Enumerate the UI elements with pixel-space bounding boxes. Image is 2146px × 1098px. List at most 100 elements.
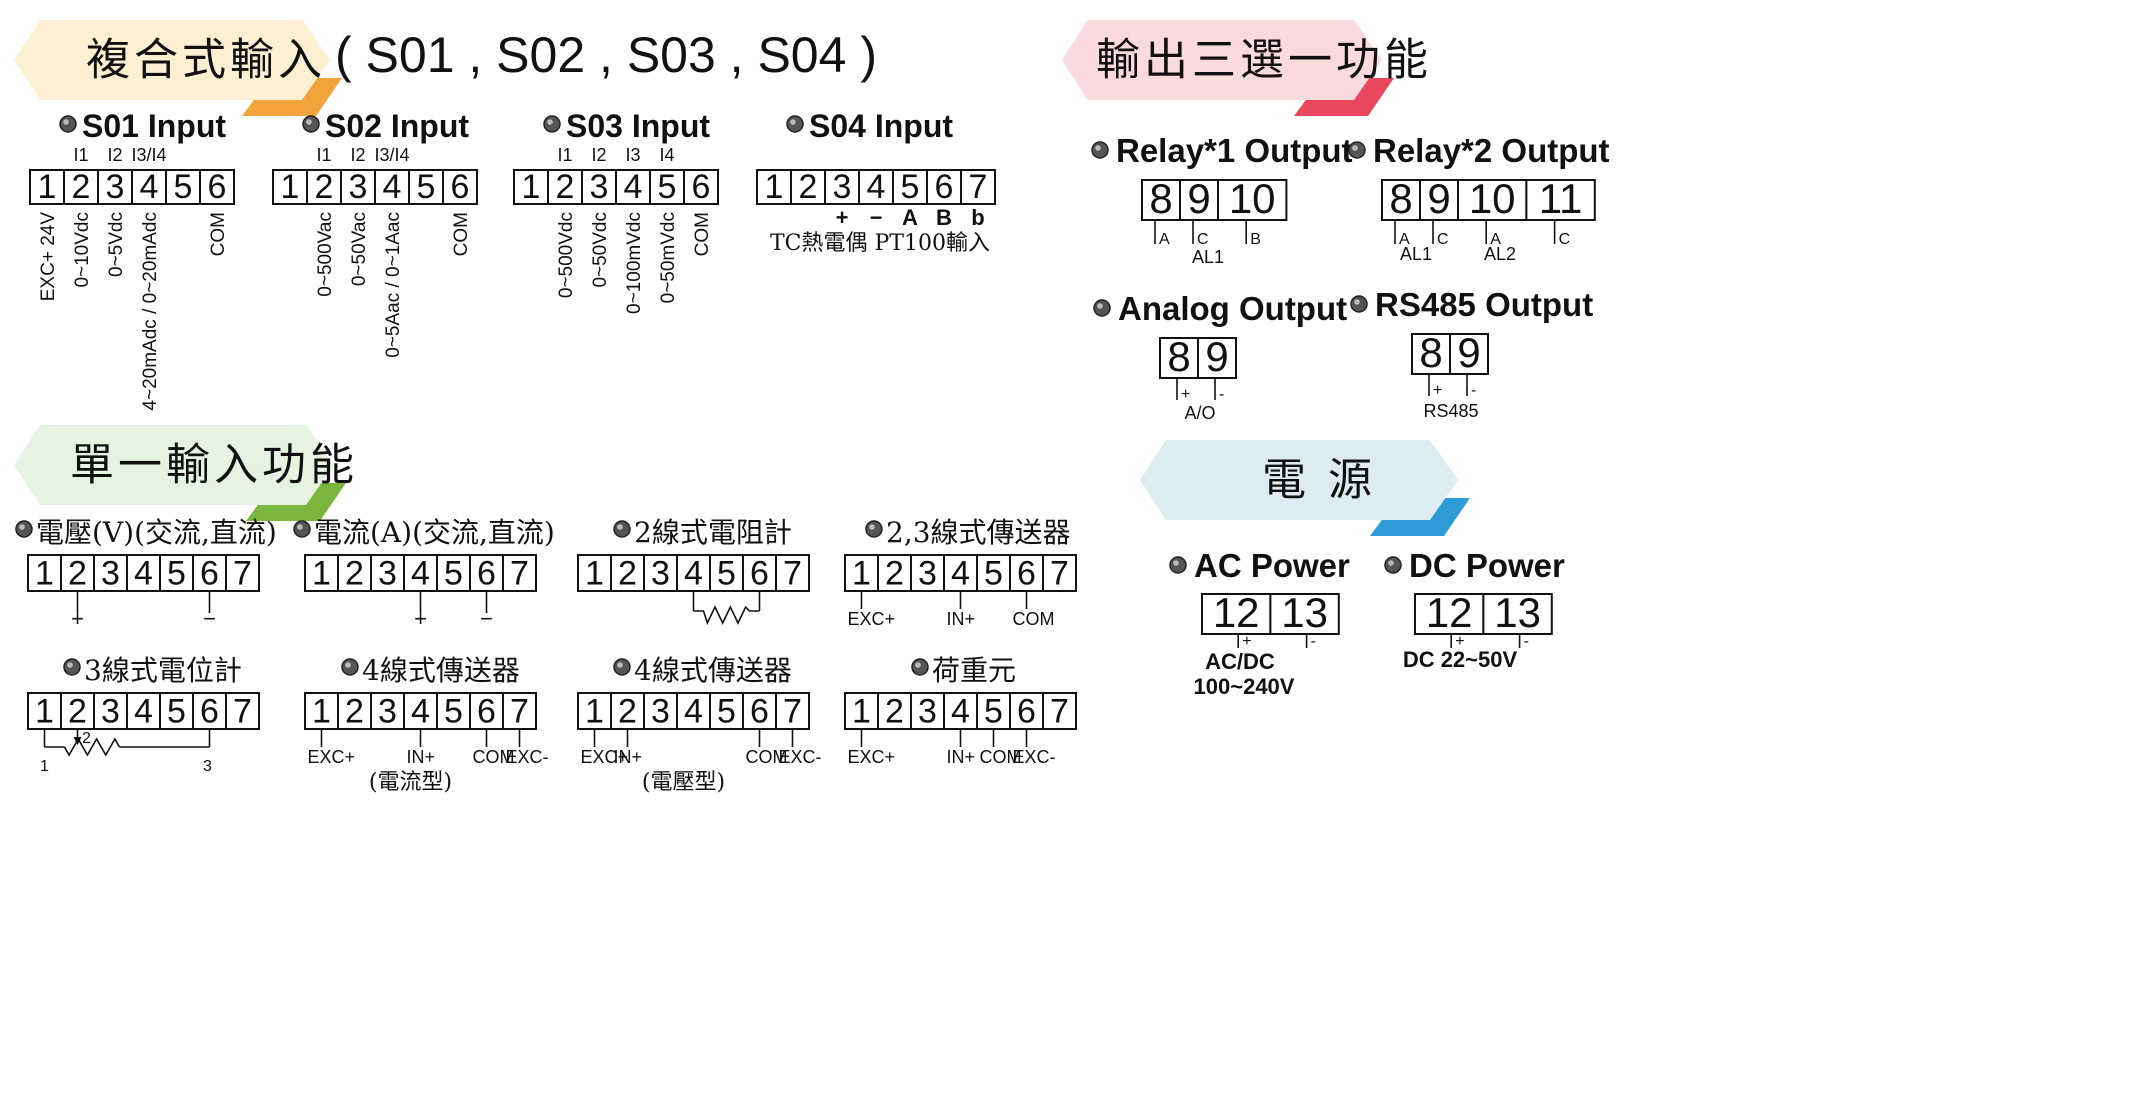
composite-vertical-label: COM: [451, 212, 472, 256]
single-lead-label: IN+: [947, 747, 976, 767]
single-terminal-number: 2: [345, 693, 364, 731]
composite-input-title: S03 Input: [566, 108, 710, 144]
single-terminal-cell: [192, 692, 227, 730]
single-terminal-number: 4: [684, 555, 703, 593]
single-terminal-cell: [643, 554, 678, 592]
composite-terminal-cell: [97, 169, 133, 205]
output-group-label: A/O: [1184, 403, 1215, 423]
bullet-highlight: [306, 119, 312, 125]
composite-terminal-cell: [649, 169, 685, 205]
composite-vertical-label: 0~500Vdc: [556, 212, 577, 298]
single-terminal-number: 4: [684, 693, 703, 731]
single-terminal-cell: [126, 692, 161, 730]
single-terminal-number: 3: [101, 555, 120, 593]
single-terminal-number: 2: [618, 555, 637, 593]
composite-bottom-label: −: [870, 205, 883, 230]
bullet-highlight: [297, 524, 303, 530]
composite-bottom-label: B: [936, 205, 952, 230]
composite-s04-caption: TC熱電偶 PT100輸入: [770, 231, 990, 256]
output-terminal-number: 13: [1281, 589, 1328, 636]
bullet-dot-icon: [293, 520, 311, 538]
composite-top-label: I2: [591, 145, 606, 165]
power-pin-label: -: [1524, 633, 1529, 650]
single-terminal-number: 6: [477, 693, 496, 731]
bullet-dot-icon: [1091, 141, 1109, 159]
single-lead-label: 2: [82, 730, 91, 747]
single-terminal-cell: [709, 692, 744, 730]
single-lead-label: COM: [746, 747, 788, 767]
composite-terminal-number: 2: [799, 168, 818, 206]
single-terminal-cell: [502, 554, 537, 592]
single-lead-label: EXC-: [506, 747, 549, 767]
single-diagram-title: 3線式電位計: [84, 654, 242, 687]
single-lead-label: EXC-: [779, 747, 822, 767]
bullet-dot-icon: [1350, 295, 1368, 313]
single-terminal-cell: [976, 692, 1011, 730]
single-terminal-cell: [337, 554, 372, 592]
composite-terminal-number: 6: [208, 168, 227, 206]
composite-terminal-number: 3: [106, 168, 125, 206]
output-group-label: AL1: [1192, 247, 1224, 267]
single-terminal-cell: [1042, 692, 1077, 730]
output-banner-shape: [1062, 20, 1382, 100]
single-lead-label: COM: [1013, 609, 1055, 629]
composite-input-title: S04 Input: [809, 108, 953, 144]
composite-top-label: I3/I4: [374, 145, 409, 165]
single-terminal-number: 5: [984, 555, 1003, 593]
composite-terminal-number: 4: [383, 168, 402, 206]
single-terminal-number: 2: [885, 555, 904, 593]
power-banner-label: 電 源: [1262, 454, 1376, 505]
composite-terminal-number: 3: [349, 168, 368, 206]
single-terminal-number: 6: [750, 693, 769, 731]
output-terminal-number: 13: [1494, 589, 1541, 636]
output-terminal-cell: [1449, 333, 1489, 375]
output-pin-label: A: [1159, 231, 1170, 248]
single-terminal-number: 1: [585, 693, 604, 731]
output-terminal-number: 11: [1539, 175, 1583, 222]
bullet-dot-icon: [63, 658, 81, 676]
single-terminal-number: 1: [852, 555, 871, 593]
single-terminal-cell: [1009, 692, 1044, 730]
single-diagram-title: 2線式電阻計: [634, 516, 792, 549]
single-terminal-number: 7: [783, 555, 802, 593]
bullet-dot-icon: [1348, 141, 1366, 159]
single-terminal-cell: [577, 692, 612, 730]
single-lead-label: IN+: [407, 747, 436, 767]
single-banner-label: 單一輸入功能: [70, 439, 358, 490]
output-terminal-number: 9: [1205, 333, 1228, 380]
single-lead-label: IN+: [614, 747, 643, 767]
composite-vertical-label: 0~50Vdc: [590, 212, 611, 288]
single-terminal-number: 4: [411, 555, 430, 593]
power-spec-text: DC 22~50V: [1403, 647, 1518, 672]
power-spec-text: 100~240V: [1194, 674, 1295, 699]
composite-top-label: I3: [625, 145, 640, 165]
single-terminal-number: 3: [918, 555, 937, 593]
single-terminal-number: 4: [951, 555, 970, 593]
bullet-dot-icon: [613, 658, 631, 676]
composite-terminal-number: 5: [174, 168, 193, 206]
single-terminal-number: 4: [134, 555, 153, 593]
bullet-highlight: [1097, 303, 1103, 309]
single-terminal-number: 5: [717, 555, 736, 593]
composite-vertical-label: 0~10Vdc: [72, 212, 93, 288]
output-pin-label: C: [1197, 231, 1209, 248]
bullet-dot-icon: [1093, 299, 1111, 317]
single-terminal-number: 3: [651, 693, 670, 731]
composite-terminal-number: 6: [935, 168, 954, 206]
composite-terminal-number: 6: [692, 168, 711, 206]
composite-vertical-label: COM: [692, 212, 713, 256]
composite-top-label: I1: [557, 145, 572, 165]
composite-vertical-label: 0~500Vac: [315, 212, 336, 297]
composite-top-label: I4: [659, 145, 674, 165]
output-block-title: RS485 Output: [1375, 286, 1593, 323]
composite-terminal-number: 5: [658, 168, 677, 206]
composite-banner-label: 複合式輸入: [86, 34, 326, 85]
output-pin-label: A: [1490, 231, 1501, 248]
output-terminal-cell: [1419, 179, 1459, 221]
composite-bottom-label: +: [836, 205, 849, 230]
composite-vertical-label: COM: [208, 212, 229, 256]
bullet-highlight: [617, 524, 623, 530]
single-terminal-number: 5: [984, 693, 1003, 731]
single-terminal-cell: [436, 692, 471, 730]
